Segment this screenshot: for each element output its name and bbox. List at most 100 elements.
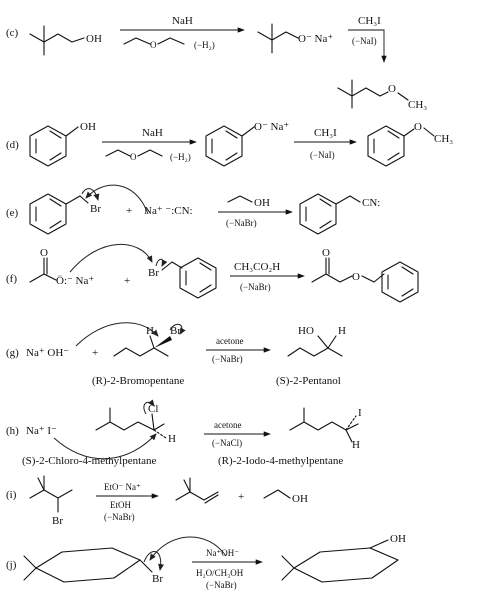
row-d-oh: OH xyxy=(80,121,96,133)
row-d-byproduct: (−H₂) xyxy=(170,152,191,162)
row-e-ethanol xyxy=(227,195,253,203)
row-g-sub-h: H xyxy=(146,325,154,337)
row-i-label: (i) xyxy=(6,489,17,501)
row-g-byproduct: (−NaBr) xyxy=(212,354,243,364)
row-i-ethanol xyxy=(263,489,291,499)
row-c-label: (c) xyxy=(6,27,19,39)
row-c-oh: OH xyxy=(86,33,102,45)
row-e-curly-arrow-1 xyxy=(85,184,149,215)
row-e-nucleophile: Na⁺ ⁻:CN: xyxy=(144,205,193,217)
row-h-reagent: acetone xyxy=(214,420,241,430)
row-h-sub-h: H xyxy=(168,433,176,445)
row-c-reagent-nah: NaH xyxy=(172,15,193,27)
row-c-product-ether xyxy=(337,79,409,109)
row-f-product-o: O xyxy=(352,271,360,283)
row-d-step2-byproduct: (−NaI) xyxy=(310,150,335,160)
row-e-benzyl-bromide xyxy=(29,193,89,235)
row-f-curly-arrow-1 xyxy=(69,243,153,273)
row-h-curly-arrow-1 xyxy=(53,433,157,460)
row-j-cyclohexanol xyxy=(281,539,399,583)
row-h-byproduct: (−NaCl) xyxy=(212,438,242,448)
row-g-label: (g) xyxy=(6,347,19,359)
row-h-label: (h) xyxy=(6,425,19,437)
row-j-br: Br xyxy=(152,573,163,585)
row-f-curly-arrow-2 xyxy=(155,258,168,267)
row-e-solvent-oh: OH xyxy=(254,197,270,209)
row-h-sub-cl: Cl xyxy=(148,403,158,415)
row-i-coproduct: OH xyxy=(292,493,308,505)
row-d-reagent-nah: NaH xyxy=(142,127,163,139)
row-j-bromocyclohexane xyxy=(23,547,153,583)
row-c-product-o: O xyxy=(388,83,396,95)
row-h-curly-arrow-2 xyxy=(143,399,155,415)
row-c-diethyl-ether xyxy=(123,37,185,45)
row-j-reagent-top: Na⁺OH⁻ xyxy=(206,548,239,558)
row-d-ether-o: O xyxy=(130,152,137,162)
row-h-nucleophile: Na⁺ I⁻ xyxy=(26,425,57,437)
row-c-alkoxide xyxy=(257,23,299,54)
row-h-product-name: (R)-2-Iodo-4-methylpentane xyxy=(218,455,343,467)
row-j-curly-arrow-1 xyxy=(149,536,227,561)
row-d-label: (d) xyxy=(6,139,19,151)
row-c-arrow-2 xyxy=(348,29,387,63)
row-c-product-ch3: CH₃ xyxy=(408,99,427,111)
row-i-plus: + xyxy=(238,491,244,503)
row-c-step2-byproduct: (−NaI) xyxy=(352,36,377,46)
row-c-ether-o: O xyxy=(150,40,157,50)
row-g-product-name: (S)-2-Pentanol xyxy=(276,375,341,387)
row-j-label: (j) xyxy=(6,559,17,571)
row-c-alkoxide-label: O⁻ Na⁺ xyxy=(298,33,333,45)
row-h-reactant-name: (S)-2-Chloro-4-methylpentane xyxy=(22,455,157,467)
row-h-prod-i: I xyxy=(358,407,362,419)
row-d-diethyl-ether xyxy=(105,149,163,157)
row-d-phenol xyxy=(29,125,79,167)
row-c-byproduct: (−H₂) xyxy=(194,40,215,50)
row-d-product-ch3: CH₃ xyxy=(434,133,453,145)
row-i-bromo-dimethylbutane xyxy=(29,475,73,513)
row-g-curly-arrow-1 xyxy=(75,322,159,347)
row-i-byproduct: (−NaBr) xyxy=(104,512,135,522)
row-i-br: Br xyxy=(52,515,63,527)
row-f-br: Br xyxy=(148,267,159,279)
row-c-reagent-ch3i: CH₃I xyxy=(358,15,381,27)
row-e-label: (e) xyxy=(6,207,19,219)
row-g-prod-h: H xyxy=(338,325,346,337)
row-d-product-o: O xyxy=(414,121,422,133)
row-f-carbonyl-o: O xyxy=(40,247,48,259)
row-f-acetate xyxy=(29,257,57,283)
row-d-anisole xyxy=(367,125,435,167)
row-h-prod-h: H xyxy=(352,439,360,451)
row-f-benzyl-bromide xyxy=(161,257,217,299)
row-f-label: (f) xyxy=(6,273,17,285)
row-g-curly-arrow-2 xyxy=(169,323,186,335)
row-e-plus: + xyxy=(126,205,132,217)
row-g-nucleophile: Na⁺ OH⁻ xyxy=(26,347,69,359)
row-e-benzyl-cyanide xyxy=(299,193,361,235)
row-e-product-cn: CN: xyxy=(362,197,380,209)
row-f-reagent: CH₃CO₂H xyxy=(234,261,280,273)
row-j-prod-oh: OH xyxy=(390,533,406,545)
row-d-reagent-ch3i: CH₃I xyxy=(314,127,337,139)
row-c-neopentyl-alcohol xyxy=(29,25,85,56)
row-i-reagent-top: EtO⁻ Na⁺ xyxy=(104,482,141,492)
row-f-plus: + xyxy=(124,275,130,287)
row-e-byproduct: (−NaBr) xyxy=(226,218,257,228)
row-g-bromopentane xyxy=(113,335,172,357)
row-g-reactant-name: (R)-2-Bromopentane xyxy=(92,375,184,387)
row-f-byproduct: (−NaBr) xyxy=(240,282,271,292)
row-e-curly-arrow-2 xyxy=(81,188,100,201)
row-g-reagent: acetone xyxy=(216,336,243,346)
row-j-curly-arrow-2 xyxy=(143,551,165,571)
row-f-carboxylate: Ö:⁻ Na⁺ xyxy=(56,275,94,287)
row-d-phenoxide-label: O⁻ Na⁺ xyxy=(254,121,289,133)
row-e-br: Br xyxy=(90,203,101,215)
row-f-product-carbonyl-o: O xyxy=(322,247,330,259)
row-h-iodomethylpentane xyxy=(289,407,359,443)
row-g-plus: + xyxy=(92,347,98,359)
row-j-byproduct: (−NaBr) xyxy=(206,580,237,590)
row-d-phenoxide xyxy=(205,125,255,167)
row-h-chloromethylpentane xyxy=(95,407,167,439)
row-g-prod-ho: HO xyxy=(298,325,314,337)
row-g-sub-br: Br xyxy=(170,325,181,337)
